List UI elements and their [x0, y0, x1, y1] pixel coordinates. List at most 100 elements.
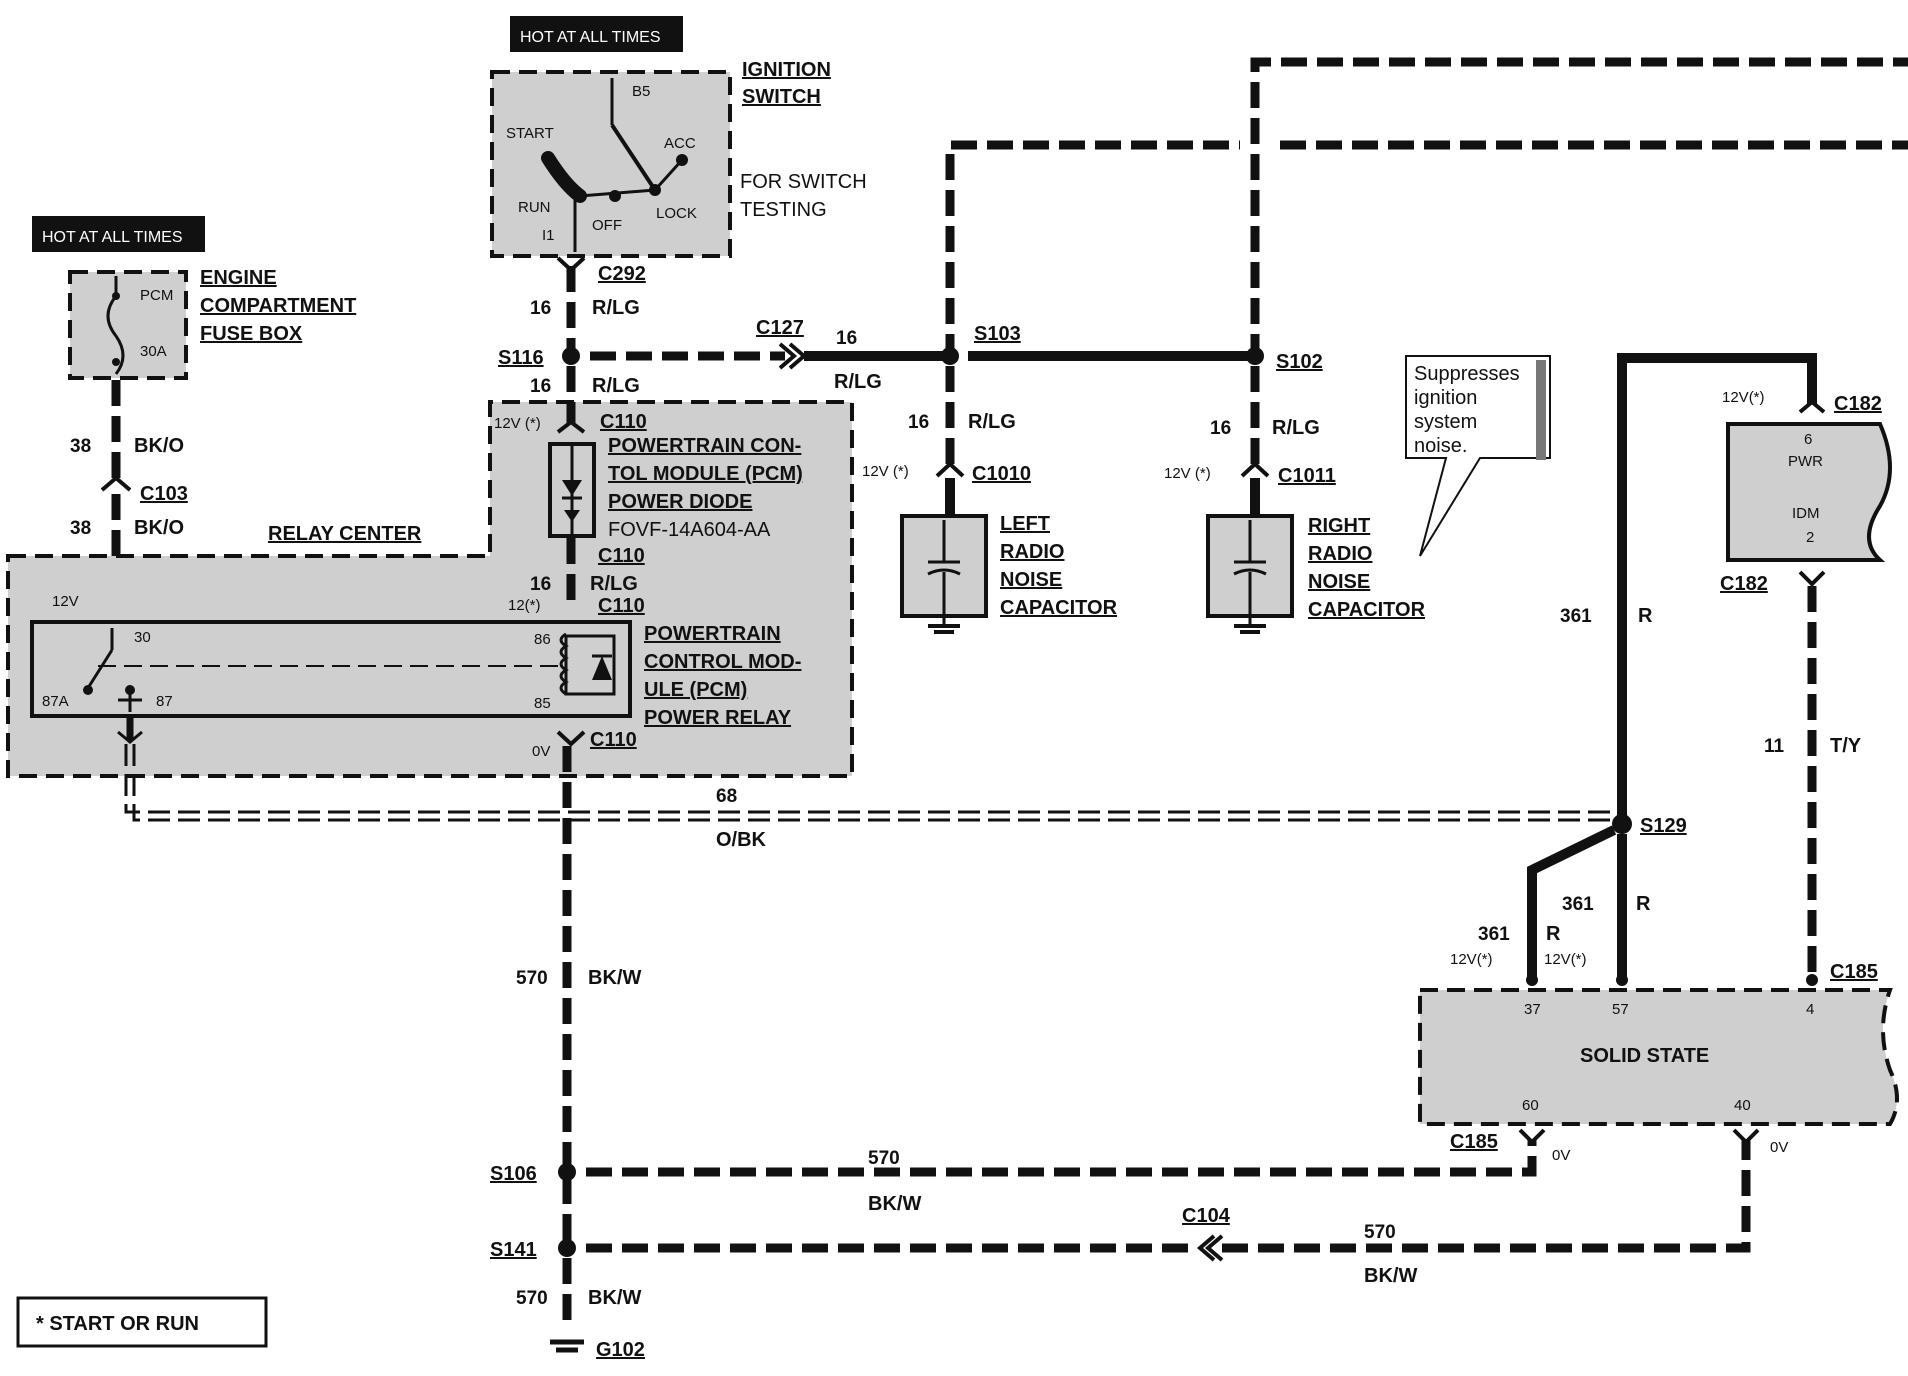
connector-c185-a: C185: [1830, 961, 1878, 983]
ignition-switch-mechanism: [541, 78, 688, 252]
diode-line-3: POWER DIODE: [608, 491, 752, 513]
wire-bko-a: BK/O: [134, 435, 184, 457]
wire-r-c: R: [1546, 923, 1561, 945]
wire-38-b: 38: [70, 518, 91, 539]
right-cap-l1: RIGHT: [1308, 515, 1370, 537]
voltage-p57: 12V(*): [1544, 951, 1587, 968]
wire-r-a: R: [1638, 605, 1653, 627]
connector-c110-c: C110: [598, 595, 645, 617]
wire-16-d: 16: [1210, 418, 1231, 439]
ignition-pos-lock: LOCK: [656, 205, 697, 222]
relay-pin-87: 87: [156, 693, 173, 710]
callout-bubble: [1405, 355, 1551, 557]
fusebox-title-1: ENGINE: [200, 267, 277, 289]
wire-361-c: 361: [1478, 924, 1510, 945]
relay-switch-icon: [83, 628, 566, 712]
wire-16-a: 16: [530, 298, 551, 319]
callout-l3: system: [1414, 411, 1477, 433]
wire-rlg-a: R/LG: [592, 297, 640, 319]
relay-line-1: POWERTRAIN: [644, 623, 781, 645]
solid-state-title: SOLID STATE: [1580, 1045, 1709, 1067]
ground-g102: G102: [596, 1339, 645, 1361]
relay-line-4: POWER RELAY: [644, 707, 792, 729]
wire-16-c: 16: [908, 412, 929, 433]
diode-line-2: TOL MODULE (PCM): [608, 463, 803, 485]
relay-line-2: CONTROL MOD-: [644, 651, 801, 673]
wire-top-1: [1250, 57, 1908, 360]
wire-bkw-c: BK/W: [1364, 1265, 1417, 1287]
wire-bkw-b: BK/W: [868, 1193, 921, 1215]
connector-c110-b: C110: [598, 545, 645, 567]
ss-pin-4: 4: [1806, 1001, 1814, 1018]
wire-top-2: [945, 140, 1240, 360]
wire-rlg-f: R/LG: [590, 573, 638, 595]
splice-s103-node: [941, 347, 959, 365]
fusebox-title-2: COMPARTMENT: [200, 295, 356, 317]
callout-l4: noise.: [1414, 435, 1467, 457]
splice-s103: S103: [974, 323, 1021, 345]
wire-11: 11: [1764, 736, 1785, 757]
connector-c1010: C1010: [972, 463, 1031, 485]
wire-570-a: 570: [516, 968, 548, 989]
callout-l2: ignition: [1414, 387, 1477, 409]
voltage-c110-top: 12V (*): [494, 415, 541, 432]
wire-c104-c185: [1222, 1140, 1751, 1253]
diode-line-1: POWERTRAIN CON-: [608, 435, 801, 457]
splice-s129-node: [1612, 814, 1632, 834]
relay-pin-87a: 87A: [42, 693, 69, 710]
wire-bkw-d: BK/W: [588, 1287, 641, 1309]
idm-pwr: PWR: [1788, 453, 1823, 470]
splice-s116-node: [562, 347, 580, 365]
wire-361-s129-p37: [1527, 825, 1617, 978]
hot-at-all-times-tag-fuse: HOT AT ALL TIMES: [32, 216, 205, 252]
wire-68: 68: [716, 786, 737, 807]
ignition-pos-run: RUN: [518, 199, 551, 216]
relay-center-box: [6, 400, 854, 778]
ignition-pos-start: START: [506, 125, 554, 142]
right-cap-l2: RADIO: [1308, 543, 1372, 565]
connector-c104: C104: [1182, 1205, 1231, 1227]
ground-icon: [550, 1339, 584, 1353]
left-cap-l3: NOISE: [1000, 569, 1062, 591]
right-cap-l3: NOISE: [1308, 571, 1370, 593]
fuse-name: PCM: [140, 287, 173, 304]
wire-38-a: 38: [70, 436, 91, 457]
wire-r-b: R: [1636, 893, 1651, 915]
voltage-right-cap: 12V (*): [1164, 465, 1211, 482]
voltage-p40-0v: 0V: [1770, 1139, 1788, 1156]
wire-361-top: [1617, 353, 1817, 824]
wire-16-e: 16: [530, 376, 551, 397]
wire-ty: T/Y: [1830, 735, 1862, 757]
left-capacitor-symbol: [927, 520, 961, 634]
relay-pin-30: 30: [134, 629, 151, 646]
splice-s129: S129: [1640, 815, 1687, 837]
wire-rlg-d: R/LG: [1272, 417, 1320, 439]
voltage-p60-0v: 0V: [1552, 1147, 1570, 1164]
ignition-pos-acc: ACC: [664, 135, 696, 152]
idm-pin-6: 6: [1804, 431, 1812, 448]
idm-module: [1726, 422, 1892, 562]
splice-s141: S141: [490, 1239, 537, 1261]
idm-label: IDM: [1792, 505, 1820, 522]
connector-c1011: C1011: [1278, 465, 1336, 487]
hot-at-all-times-tag-ignition: HOT AT ALL TIMES: [510, 16, 683, 52]
connector-c127: C127: [756, 317, 804, 339]
legend-text: * START OR RUN: [36, 1313, 199, 1335]
splice-s102-node: [1246, 347, 1264, 365]
wire-361-b: 361: [1562, 894, 1594, 915]
splice-s141-node: [558, 1239, 576, 1257]
wire-16-b: 16: [836, 328, 857, 349]
splice-s106: S106: [490, 1163, 537, 1185]
wire-68-obk-b: [132, 744, 1612, 822]
voltage-left-cap: 12V (*): [862, 463, 909, 480]
relay-pin-85: 85: [534, 695, 551, 712]
wire-bkw-a: BK/W: [588, 967, 641, 989]
connector-c292: C292: [598, 263, 646, 285]
connector-c110-d: C110: [590, 729, 637, 751]
idm-pin-2: 2: [1806, 529, 1814, 546]
svg-text:HOT AT ALL TIMES: HOT AT ALL TIMES: [42, 229, 183, 246]
relay-pin-86: 86: [534, 631, 551, 648]
svg-text:HOT AT ALL TIMES: HOT AT ALL TIMES: [520, 29, 661, 46]
right-capacitor-symbol: [1233, 520, 1267, 634]
